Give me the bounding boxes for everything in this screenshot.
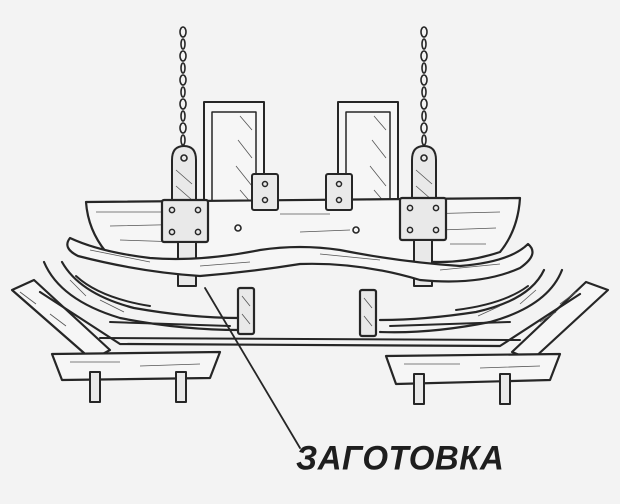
clamp-bracket-middle-left — [251, 173, 279, 211]
chain-right — [420, 26, 428, 146]
hanger-strap-right — [411, 145, 437, 209]
curved-blank — [66, 236, 534, 283]
hanger-strap-left — [171, 145, 197, 209]
clamp-bracket-icon — [160, 198, 210, 244]
clamp-bracket-icon — [398, 196, 448, 242]
base-frame — [10, 278, 610, 362]
chain-left — [179, 26, 187, 146]
bolt-icon — [168, 206, 202, 236]
bolt-icon — [406, 204, 440, 234]
base-foot-right — [384, 352, 562, 405]
clamp-bracket-middle-right — [325, 173, 353, 211]
callout-leader-line — [204, 287, 301, 449]
lower-runner-left — [42, 260, 242, 332]
wedge-left — [236, 286, 256, 336]
callout-label: ЗАГОТОВКА — [296, 438, 505, 477]
base-foot-left — [50, 350, 222, 403]
chain-icon — [420, 26, 428, 146]
chain-icon — [179, 26, 187, 146]
wedge-right — [358, 288, 378, 338]
